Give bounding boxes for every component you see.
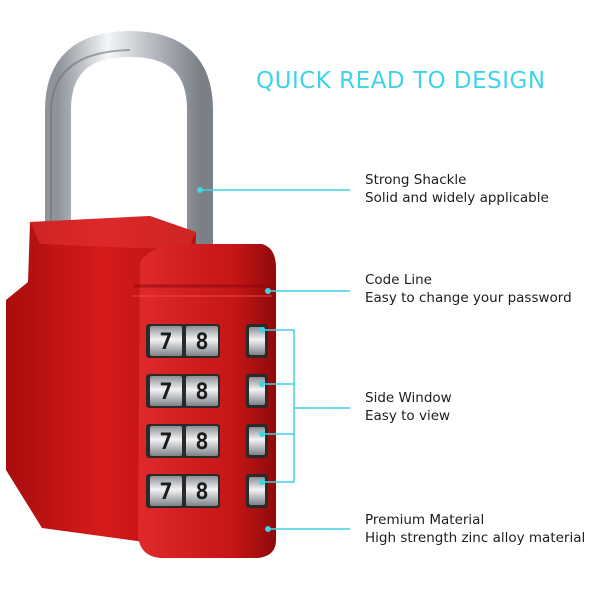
dial-digit: 7 — [159, 380, 172, 405]
feature-description: Easy to change your password — [365, 290, 572, 306]
feature-code-line: Code Line Easy to change your password — [365, 271, 572, 307]
feature-description: Easy to view — [365, 408, 451, 424]
dial-digit: 7 — [159, 480, 172, 505]
dial-digit: 7 — [159, 330, 172, 355]
dial-digit: 8 — [195, 380, 208, 405]
feature-title: Side Window — [365, 390, 452, 406]
dial-row — [146, 324, 268, 358]
dial-row — [146, 474, 268, 508]
dial-digit: 8 — [195, 480, 208, 505]
feature-premium-material: Premium Material High strength zinc allo… — [365, 511, 585, 547]
feature-title: Code Line — [365, 272, 432, 288]
feature-description: High strength zinc alloy material — [365, 530, 586, 546]
feature-description: Solid and widely applicable — [365, 190, 549, 206]
shackle — [45, 30, 213, 250]
feature-side-window: Side Window Easy to view — [365, 389, 452, 425]
feature-title: Strong Shackle — [365, 172, 467, 188]
callout-bracket — [262, 329, 295, 483]
dial-digit: 8 — [195, 330, 208, 355]
dial-row — [146, 424, 268, 458]
headline: QUICK READ TO DESIGN — [256, 68, 546, 94]
dial-digit: 7 — [159, 430, 172, 455]
dial-digit: 8 — [195, 430, 208, 455]
combination-dials — [146, 324, 268, 508]
feature-strong-shackle: Strong Shackle Solid and widely applicab… — [365, 171, 549, 207]
feature-title: Premium Material — [365, 512, 485, 528]
